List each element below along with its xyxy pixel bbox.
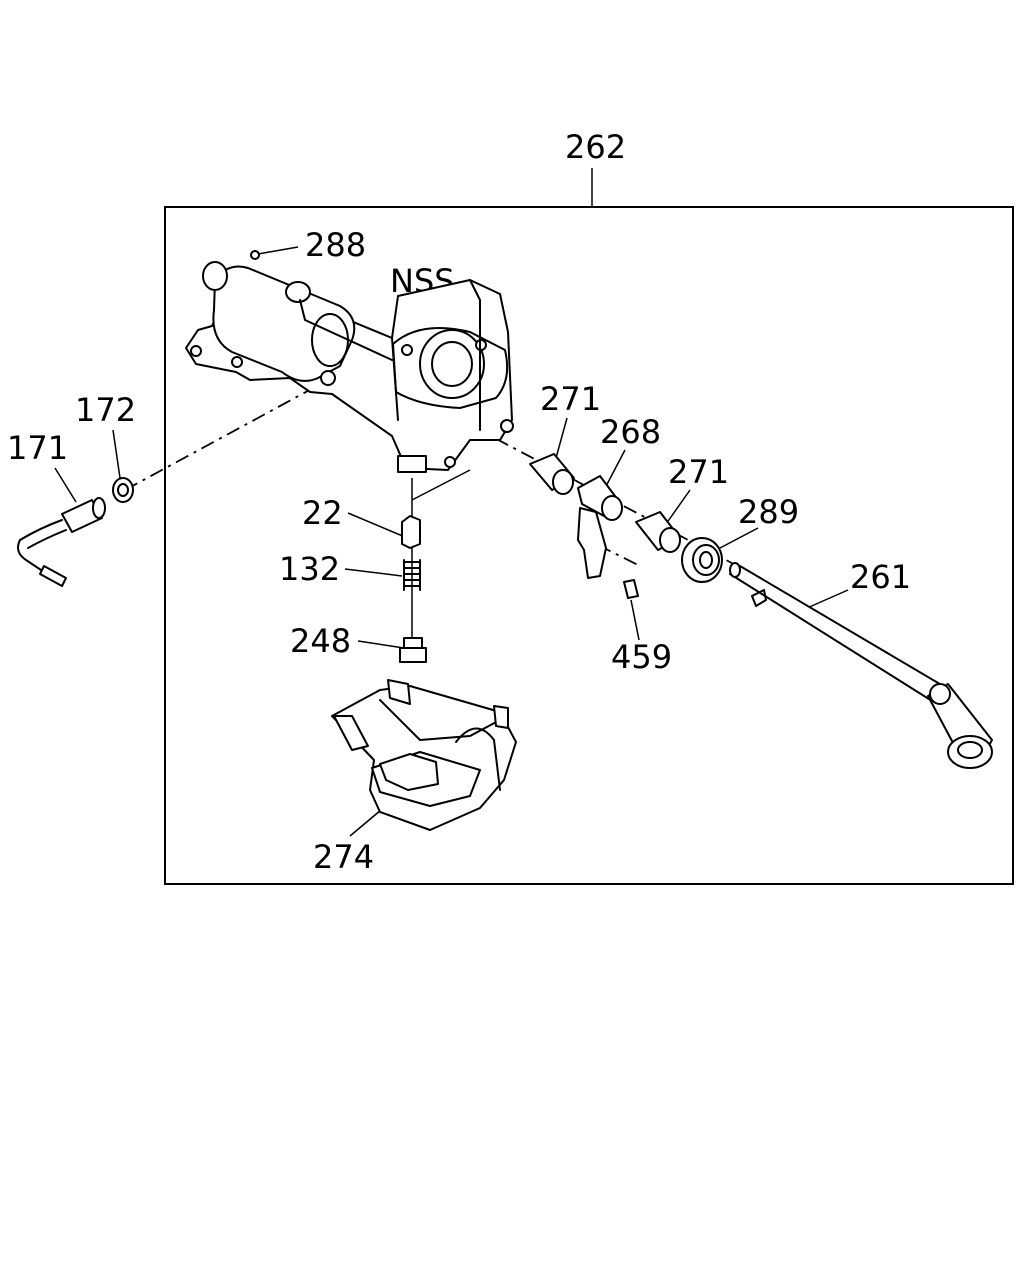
transmission-housing [185,261,514,473]
part-261-shaft [729,562,993,769]
part-271-bushing-a [529,453,575,495]
label-248: 248 [290,622,351,660]
label-274: 274 [313,838,374,876]
label-22: 22 [302,494,343,532]
label-262: 262 [565,128,626,166]
part-268-lever [577,475,623,579]
label-459: 459 [611,638,672,676]
part-459-pin [623,579,639,599]
label-271-b: 271 [668,453,729,491]
leader-lines [54,246,849,837]
label-289: 289 [738,493,799,531]
part-172-washer [112,477,134,503]
label-171: 171 [7,429,68,467]
part-248-plug [399,637,427,663]
label-288: 288 [305,226,366,264]
label-172: 172 [75,391,136,429]
part-22-detent [401,515,421,549]
label-271-a: 271 [540,380,601,418]
label-132: 132 [279,550,340,588]
part-289-bearing [681,537,723,583]
label-268: 268 [600,413,661,451]
part-171-switch [17,497,106,587]
part-274-cover [331,679,517,831]
part-288-ball [250,250,260,260]
part-132-spring [403,559,421,591]
assembly-frame [164,206,1014,885]
part-271-bushing-b [635,511,681,553]
label-261: 261 [850,558,911,596]
